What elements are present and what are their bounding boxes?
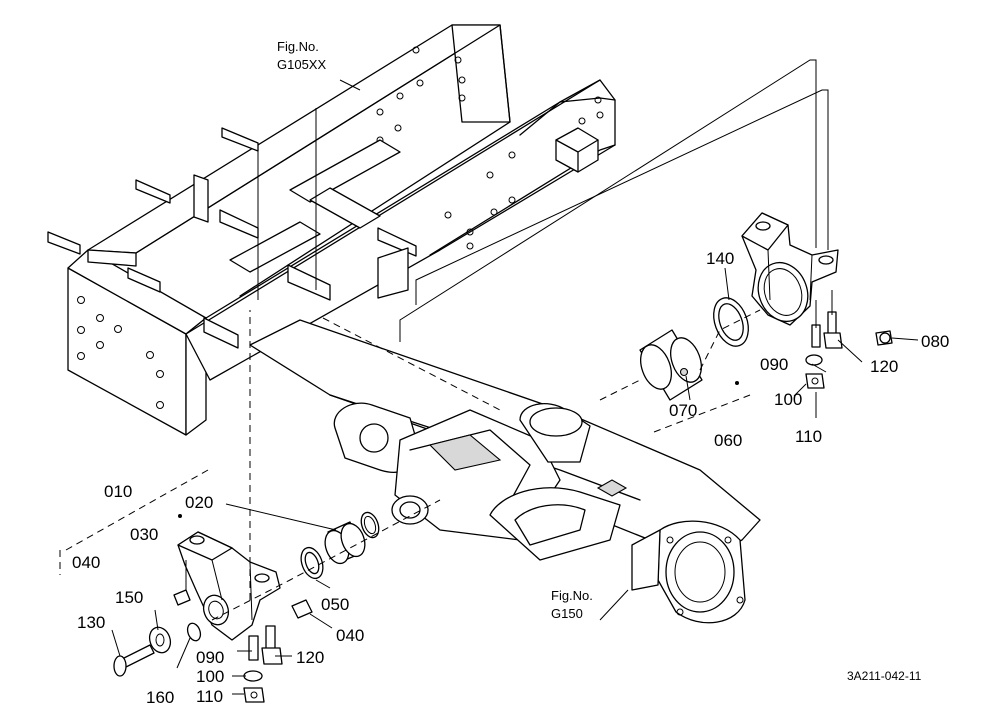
callout-030: 030 bbox=[130, 525, 158, 544]
callout-140: 140 bbox=[706, 249, 734, 268]
axle-housing bbox=[249, 319, 761, 624]
callout-080: 080 bbox=[921, 332, 949, 351]
leader-lines bbox=[111, 79, 919, 695]
callout-020: 020 bbox=[185, 493, 213, 512]
svg-text:Fig.No.: Fig.No. bbox=[277, 39, 319, 54]
callout-040-left: 040 bbox=[72, 553, 100, 572]
assembly-lines bbox=[59, 59, 833, 621]
tractor-frame bbox=[47, 24, 616, 436]
callout-120-left: 120 bbox=[296, 648, 324, 667]
callout-160: 160 bbox=[146, 688, 174, 707]
right-bracket-assembly bbox=[639, 212, 893, 401]
callout-100-right: 100 bbox=[774, 390, 802, 409]
callout-040-right: 040 bbox=[336, 626, 364, 645]
svg-text:G150: G150 bbox=[551, 606, 583, 621]
callout-110-left: 110 bbox=[196, 687, 223, 706]
callout-labels: 140 080 090 120 100 070 110 060 010 020 … bbox=[72, 249, 949, 707]
callout-050: 050 bbox=[321, 595, 349, 614]
drawing-code: 3A211-042-11 bbox=[847, 669, 922, 683]
callout-120-right: 120 bbox=[870, 357, 898, 376]
svg-text:G105XX: G105XX bbox=[277, 57, 326, 72]
callout-060: 060 bbox=[714, 431, 742, 450]
left-bracket-assembly bbox=[113, 511, 380, 703]
callout-070: 070 bbox=[669, 401, 697, 420]
callout-110-right: 110 bbox=[795, 427, 822, 446]
svg-text:Fig.No.: Fig.No. bbox=[551, 588, 593, 603]
callout-090-right: 090 bbox=[760, 355, 788, 374]
callout-150: 150 bbox=[115, 588, 143, 607]
figure-reference-axle: Fig.No. G150 bbox=[551, 588, 593, 621]
callout-130: 130 bbox=[77, 613, 105, 632]
callout-100-left: 100 bbox=[196, 667, 224, 686]
figure-reference-frame: Fig.No. G105XX bbox=[277, 39, 326, 72]
callout-090-left: 090 bbox=[196, 648, 224, 667]
callout-010: 010 bbox=[104, 482, 132, 501]
